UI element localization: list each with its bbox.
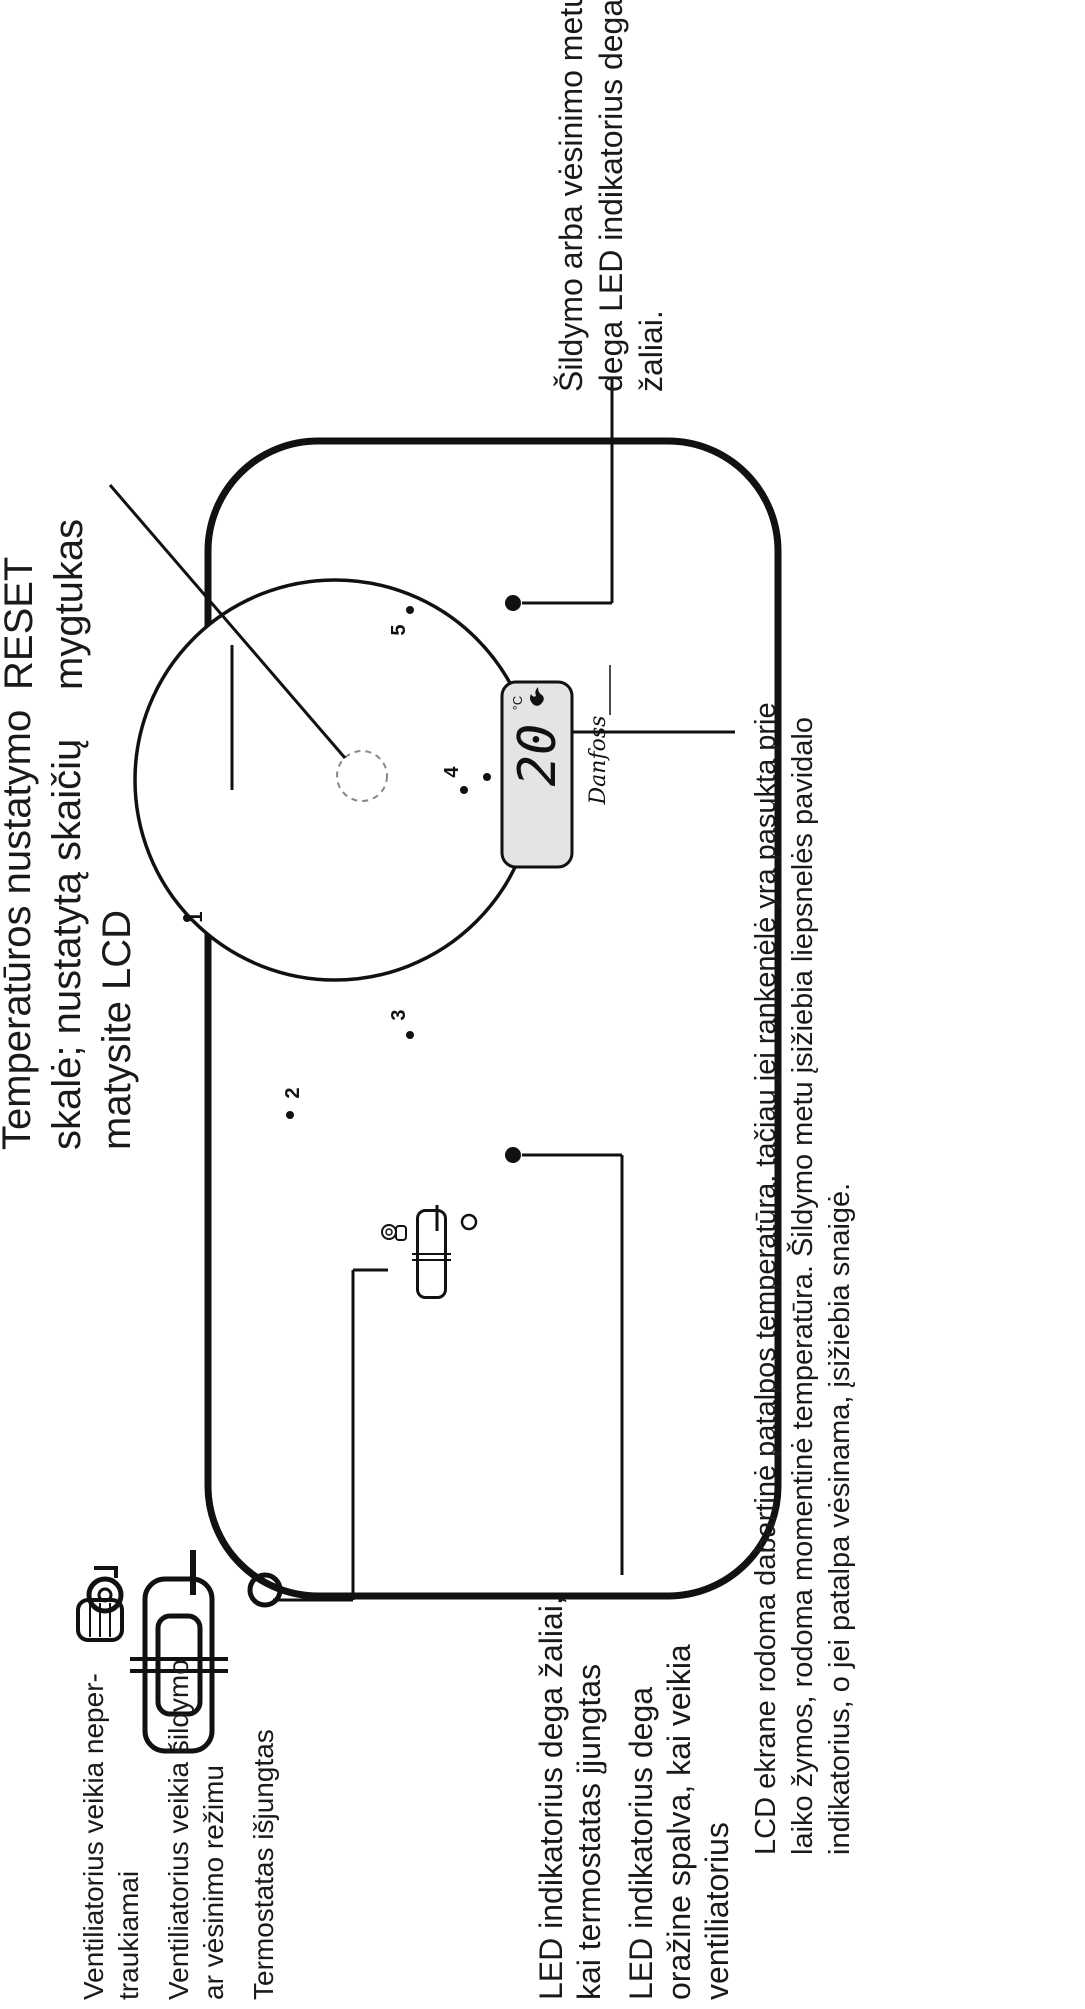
led-indicator-right [505,595,521,611]
dial-dot-1 [183,914,191,922]
lcd-display [500,680,574,869]
dial-tick-1: 1 [185,911,207,922]
label-led-heat-cool-line3: žaliai. [633,310,669,392]
label-fan-continuous: Ventiliatorius veikia neper- traukiamai [78,1673,144,2000]
danfoss-logo: Danfoss [586,716,611,806]
label-led-heat-cool: Šildymo arba vėsinimo metu dega LED indi… [553,0,669,392]
label-led-heat-cool-line1: Šildymo arba vėsinimo metu [553,0,589,392]
switch-small-fan-hand-icon [381,1224,407,1241]
callout-reset [108,484,347,759]
label-lcd-line3: indikatorius, o jei patalpa vėsinama, įs… [824,1183,856,1855]
label-fan-mode-line1: Ventiliatorius veikia šildymo [163,1659,194,2000]
flame-icon [530,687,544,706]
label-lcd-line1: LCD ekrane rodoma dabartinė patalpos tem… [750,702,782,1855]
dial-tick-3: 3 [388,1009,410,1020]
dial-dot-3 [406,1031,414,1039]
label-lcd-description: LCD ekrane rodoma dabartinė patalpos tem… [750,702,856,1855]
label-led-heat-cool-line2: dega LED indikatorius dega [593,0,629,392]
label-led-on-line1: LED indikatorius dega žaliai, [533,1596,569,2000]
label-reset-line1: RESET [0,557,41,690]
dial-dot-2 [286,1111,294,1119]
label-led-orange-line2: oražine spalva, kai veikia [661,1644,697,2000]
label-scale: Temperatūros nustatymo skalė; nustatytą … [0,710,139,1150]
mode-switch-large [142,1576,215,1754]
label-fan-mode: Ventiliatorius veikia šildymo ar vėsinim… [163,1659,229,2000]
thermostat-body [204,437,782,1600]
dial-dot-5 [406,606,414,614]
label-reset-line2: mygtukas [47,519,91,690]
label-scale-line1: Temperatūros nustatymo [0,710,39,1150]
dial-tick-5: 5 [388,624,410,635]
label-led-orange-line1: LED indikatorius dega [623,1687,659,2000]
dial-pointer-dot [483,773,491,781]
label-scale-line2: skalė; nustatytą skaičių [45,739,89,1150]
label-led-on: LED indikatorius dega žaliai, kai termos… [533,1596,607,2000]
reset-button[interactable] [336,750,388,802]
fan-hand-icon [76,1566,124,1642]
label-led-orange-line3: ventiliatorius [699,1822,735,2000]
label-fan-continuous-line2: traukiamai [113,1871,144,2000]
label-off-line1: Termostatas išjungtas [248,1729,279,2000]
dial-tick-4: 4 [441,766,463,778]
dial-tick-2: 2 [282,1087,304,1098]
label-led-orange: LED indikatorius dega oražine spalva, ka… [623,1644,735,2000]
lcd-value: 20 [508,724,568,787]
label-off: Termostatas išjungtas [248,1729,279,2000]
lcd-unit: °C [510,696,525,711]
label-reset: RESET mygtukas [0,519,91,690]
circle-icon [247,1572,283,1608]
label-fan-continuous-line1: Ventiliatorius veikia neper- [78,1673,109,2000]
switch-small-off-mark [460,1213,478,1231]
label-led-on-line2: kai termostatas įjungtas [571,1664,607,2000]
led-indicator-left [505,1147,521,1163]
switch-large-knob [155,1613,203,1717]
dial-dot-4 [460,786,468,794]
label-scale-line3: matysite LCD [95,910,139,1150]
label-lcd-line2: laiko žymos, rodoma momentinė temperatūr… [785,717,819,1855]
label-fan-mode-line2: ar vėsinimo režimu [198,1765,229,2000]
